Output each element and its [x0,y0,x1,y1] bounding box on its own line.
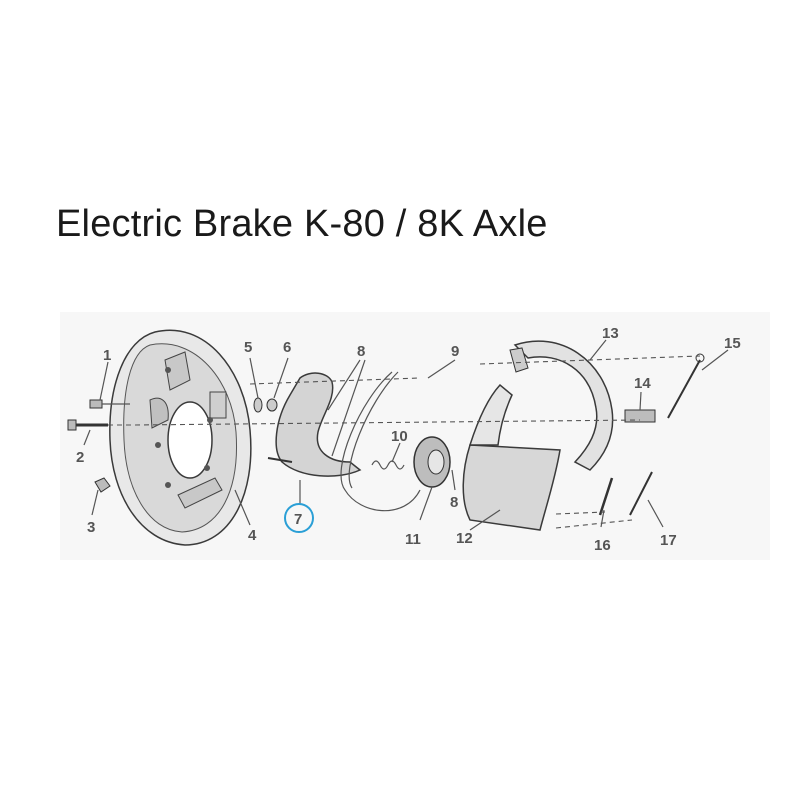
label-1: 1 [103,347,111,364]
label-17: 17 [660,532,677,549]
bolt-part-2 [67,419,135,431]
label-8-lower: 8 [450,494,458,511]
spring-part-10 [371,460,405,470]
highlight-circle [284,503,314,533]
label-16: 16 [594,537,611,554]
label-4: 4 [248,527,257,544]
nut-part-3 [94,477,111,493]
label-8-upper: 8 [357,343,365,360]
label-7: 7 [294,511,302,528]
diagram-title: Electric Brake K-80 / 8K Axle [56,203,548,245]
label-12: 12 [456,530,473,547]
backing-plate-part [109,329,252,546]
bolt-part-1 [89,399,130,409]
brake-shoe-part-12 [462,383,561,531]
label-15: 15 [724,335,741,352]
label-6: 6 [283,339,291,356]
nut-part-6 [266,398,278,412]
label-13: 13 [602,325,619,342]
label-10: 10 [391,428,408,445]
spring-part-17 [629,471,653,516]
lever-arm-part-7 [267,372,362,477]
washer-part-5 [253,397,263,413]
label-5: 5 [244,339,252,356]
magnet-part-11 [413,436,451,488]
label-9: 9 [451,343,459,360]
label-3: 3 [87,519,95,536]
label-11: 11 [405,531,421,548]
brake-shoe-part-13 [509,340,614,471]
spring-part-15 [667,353,705,419]
label-2: 2 [76,449,84,466]
label-14: 14 [634,375,651,392]
spring-part-16 [598,477,614,516]
